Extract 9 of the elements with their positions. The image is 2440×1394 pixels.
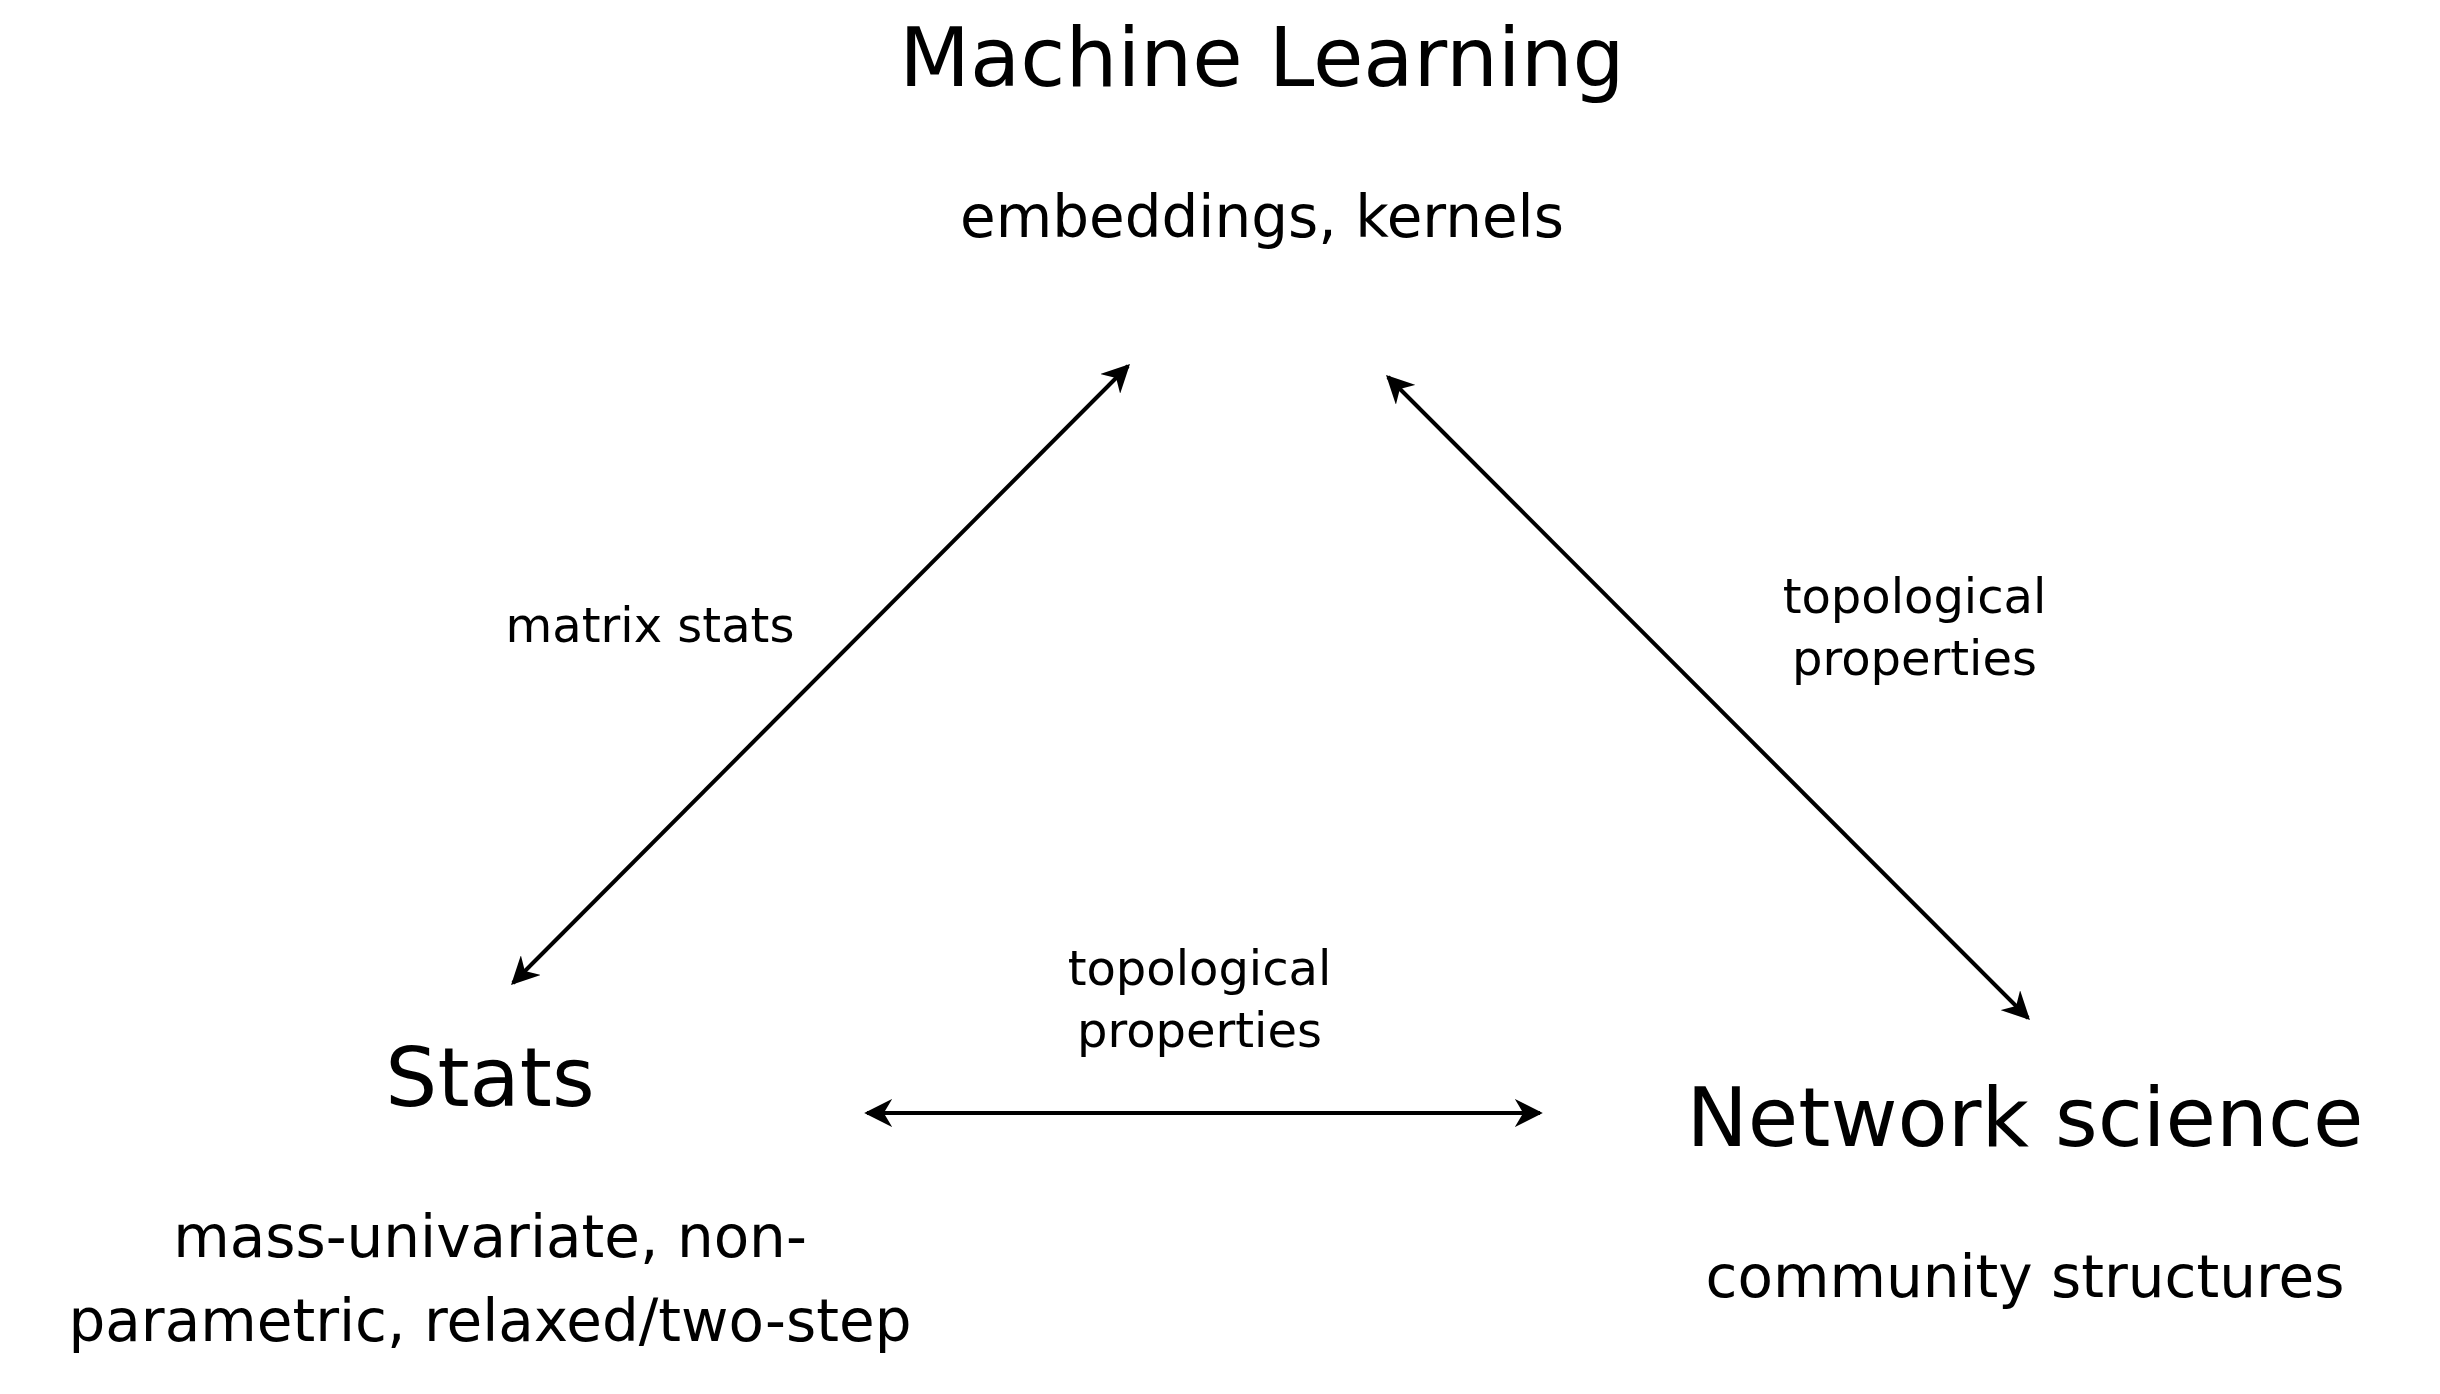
topic-heading: Machine Learning [899, 10, 1625, 105]
double-arrow [511, 364, 1130, 985]
topic-heading: Network science [1686, 1070, 2364, 1165]
double-arrow [1386, 375, 2030, 1020]
topic-description: community structures [1705, 1242, 2345, 1313]
double-arrow [864, 1099, 1543, 1127]
topic-heading: Stats [385, 1030, 595, 1125]
topic-description: mass-univariate, non-parametric, relaxed/two-step [67, 1202, 913, 1358]
topic-description: embeddings, kernels [960, 182, 1564, 253]
